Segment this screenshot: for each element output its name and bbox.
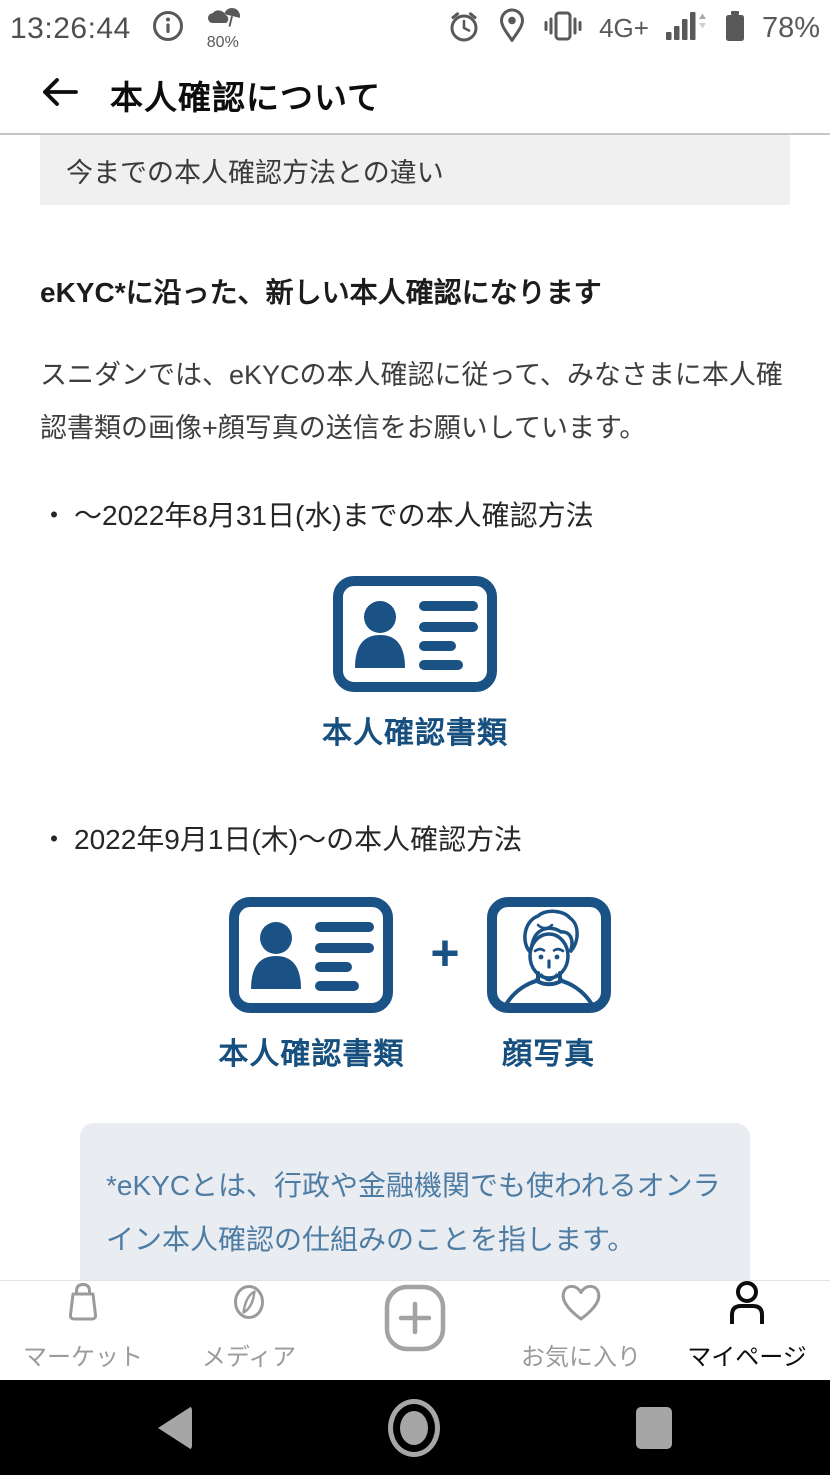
ekyc-note-text: *eKYCとは、行政や金融機関でも使われるオンライン本人確認の仕組みのことを指し…: [106, 1170, 721, 1256]
tab-label: メディア: [201, 1344, 297, 1371]
home-circle-icon[interactable]: [388, 1398, 440, 1457]
bullet-old-method: ・ 〜2022年8月31日(水)までの本人確認方法: [40, 494, 790, 534]
page-title: 本人確認について: [110, 78, 382, 116]
section-header: 今までの本人確認方法との違い: [40, 135, 790, 205]
tab-market[interactable]: マーケット: [0, 1281, 166, 1380]
tab-label: お気に入り: [521, 1344, 641, 1371]
tab-label: マイページ: [687, 1344, 807, 1371]
face-photo-label: 顔写真: [502, 1038, 596, 1072]
android-navigation-bar: [0, 1380, 830, 1475]
bullet-new-method-text: 2022年9月1日(木)〜の本人確認方法: [74, 824, 523, 856]
signal-bars-icon: [664, 10, 708, 47]
ekyc-note: *eKYCとは、行政や金融機関でも使われるオンライン本人確認の仕組みのことを指し…: [80, 1123, 750, 1303]
face-photo-icon: [486, 896, 612, 1019]
battery-icon: [723, 9, 747, 48]
tab-favorites[interactable]: お気に入り: [498, 1281, 664, 1380]
bottom-tab-bar: マーケット メディア: [0, 1280, 830, 1380]
clock-time: 13:26:44: [10, 11, 131, 45]
vibrate-icon: [542, 8, 584, 49]
network-type: 4G+: [599, 13, 649, 43]
id-card-icon: [228, 896, 394, 1019]
bullet-marker: ・: [40, 824, 69, 856]
tab-add[interactable]: [332, 1281, 498, 1380]
tab-media[interactable]: メディア: [166, 1281, 332, 1380]
status-bar: 13:26:44 80%: [0, 0, 830, 56]
back-triangle-icon[interactable]: [158, 1405, 192, 1450]
plus-icon: [384, 1284, 446, 1359]
info-icon: [151, 9, 185, 48]
person-icon: [725, 1279, 769, 1332]
id-card-icon: [332, 576, 498, 697]
weather-percent: 80%: [206, 34, 239, 51]
ekyc-paragraph: スニダンでは、eKYCの本人確認に従って、みなさまに本人確認書類の画像+顔写真の…: [40, 360, 783, 443]
heart-icon: [557, 1279, 605, 1332]
section-header-label: 今までの本人確認方法との違い: [66, 157, 444, 188]
ekyc-heading: eKYC*に沿った、新しい本人確認になります: [40, 277, 602, 308]
figure-new-method: 本人確認書類 +: [40, 896, 790, 1073]
main-content: eKYC*に沿った、新しい本人確認になります スニダンでは、eKYCの本人確認に…: [0, 271, 830, 1303]
app-header: 本人確認について: [0, 56, 830, 135]
figure-old-method: 本人確認書類: [40, 575, 790, 752]
compass-icon: [226, 1279, 272, 1332]
location-pin-icon: [497, 8, 527, 49]
home-circle-inner: [400, 1410, 428, 1445]
tab-mypage[interactable]: マイページ: [664, 1281, 830, 1380]
bullet-marker: ・: [40, 500, 69, 532]
weather-cloud-umbrella-icon: [205, 6, 241, 34]
bullet-old-method-text: 〜2022年8月31日(水)までの本人確認方法: [74, 500, 594, 532]
id-card-label: 本人確認書類: [218, 1038, 405, 1072]
battery-percent: 78%: [761, 12, 820, 44]
bullet-new-method: ・ 2022年9月1日(木)〜の本人確認方法: [40, 818, 790, 858]
plus-separator: +: [430, 925, 460, 982]
tab-label: マーケット: [23, 1344, 143, 1371]
back-arrow-icon[interactable]: [40, 75, 80, 114]
bag-icon: [60, 1279, 106, 1332]
id-card-label: 本人確認書類: [322, 717, 508, 751]
alarm-clock-icon: [446, 8, 482, 49]
recents-square-icon[interactable]: [636, 1406, 672, 1449]
weather-notification: 80%: [205, 6, 241, 51]
